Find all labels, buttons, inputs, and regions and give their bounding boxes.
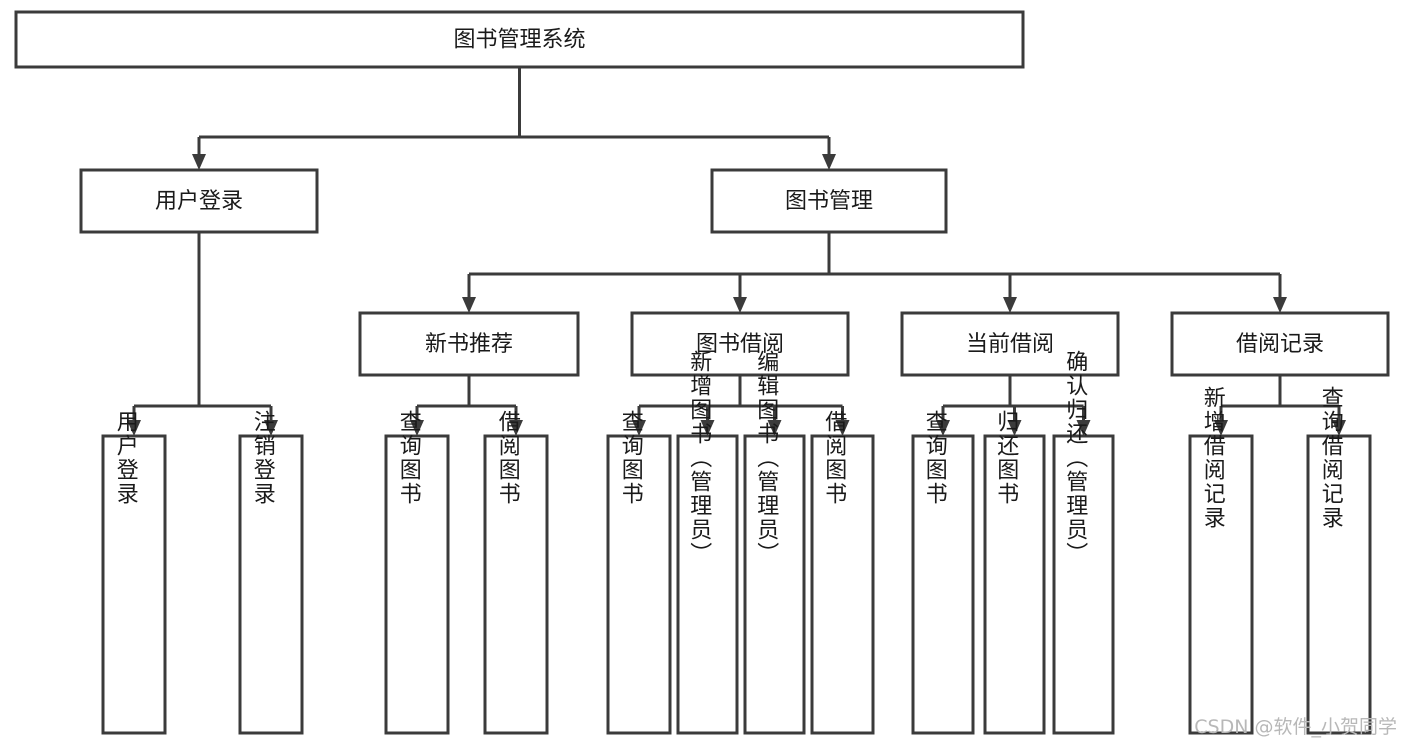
node-label: 借阅图书 (495, 410, 521, 506)
node-label: 归还图书 (993, 410, 1019, 506)
node-box[interactable] (14, 10, 1025, 69)
node-label: 新增借阅记录 (1200, 386, 1226, 530)
level3-node-1[interactable]: 图书借阅 (630, 311, 850, 377)
node-label: 图书借阅 (696, 332, 784, 357)
node-box[interactable] (384, 434, 450, 735)
node-box[interactable] (358, 311, 580, 377)
arrow-head-icon (127, 420, 141, 436)
leaf-node-9[interactable]: 归还图书 (983, 410, 1046, 735)
arrow-head-icon (192, 154, 206, 170)
node-label: 新增图书（管理员） (686, 350, 712, 566)
node-label: 查询图书 (396, 410, 422, 506)
node-label: 借阅记录 (1236, 332, 1324, 357)
leaf-node-0[interactable]: 用户登录 (101, 410, 167, 735)
node-box[interactable] (1052, 434, 1115, 735)
leaf-node-8[interactable]: 查询图书 (911, 410, 975, 735)
leaf-node-10[interactable]: 确认归还（管理员） (1052, 350, 1115, 735)
arrow-head-icon (1332, 420, 1346, 436)
arrow-head-icon (822, 154, 836, 170)
arrow-head-icon (462, 297, 476, 313)
node-label: 图书管理系统 (453, 28, 585, 53)
leaf-node-2[interactable]: 查询图书 (384, 410, 450, 735)
leaf-node-12[interactable]: 查询借阅记录 (1306, 386, 1372, 735)
node-box[interactable] (911, 434, 975, 735)
arrow-head-icon (264, 420, 278, 436)
node-label: 查询图书 (618, 410, 644, 506)
arrow-head-icon (1214, 420, 1228, 436)
arrow-head-icon (835, 420, 850, 436)
node-box[interactable] (630, 311, 850, 377)
leaf-node-3[interactable]: 借阅图书 (483, 410, 549, 735)
leaf-node-1[interactable]: 注销登录 (238, 410, 304, 735)
level2-node-0[interactable]: 用户登录 (79, 168, 319, 234)
node-box[interactable] (810, 434, 875, 735)
leaf-node-4[interactable]: 查询图书 (606, 410, 672, 735)
node-box[interactable] (238, 434, 304, 735)
node-box[interactable] (710, 168, 948, 234)
node-box[interactable] (900, 311, 1120, 377)
node-label: 编辑图书（管理员） (753, 350, 779, 566)
level3-node-0[interactable]: 新书推荐 (358, 311, 580, 377)
node-box[interactable] (79, 168, 319, 234)
diagram-nodes: 图书管理系统用户登录图书管理新书推荐图书借阅当前借阅借阅记录用户登录注销登录查询… (14, 10, 1390, 735)
node-label: 注销登录 (250, 410, 276, 506)
node-box[interactable] (606, 434, 672, 735)
leaf-node-6[interactable]: 编辑图书（管理员） (743, 350, 806, 735)
node-box[interactable] (1188, 434, 1254, 735)
arrow-head-icon (767, 420, 782, 436)
arrow-head-icon (936, 420, 950, 436)
leaf-node-7[interactable]: 借阅图书 (810, 410, 875, 735)
connector-edges (127, 67, 1346, 436)
node-box[interactable] (983, 434, 1046, 735)
arrow-head-icon (700, 420, 715, 436)
arrow-head-icon (733, 297, 747, 313)
node-box[interactable] (483, 434, 549, 735)
node-label: 借阅图书 (821, 410, 847, 506)
arrow-head-icon (1273, 297, 1287, 313)
level3-node-2[interactable]: 当前借阅 (900, 311, 1120, 377)
arrow-head-icon (509, 420, 523, 436)
arrow-head-icon (410, 420, 424, 436)
node-label: 确认归还（管理员） (1062, 350, 1088, 566)
leaf-node-11[interactable]: 新增借阅记录 (1188, 386, 1254, 735)
arrow-head-icon (1003, 297, 1017, 313)
node-box[interactable] (101, 434, 167, 735)
node-label: 当前借阅 (966, 332, 1054, 357)
arrow-head-icon (1007, 420, 1022, 436)
node-label: 图书管理 (785, 189, 873, 214)
arrow-head-icon (632, 420, 646, 436)
arrow-head-icon (1076, 420, 1091, 436)
node-label: 查询借阅记录 (1318, 386, 1344, 530)
node-label: 用户登录 (113, 410, 139, 506)
root-node-book-management-system[interactable]: 图书管理系统 (14, 10, 1025, 69)
leaf-node-5[interactable]: 新增图书（管理员） (676, 350, 739, 735)
node-label: 用户登录 (155, 189, 243, 214)
node-box[interactable] (676, 434, 739, 735)
level3-node-3[interactable]: 借阅记录 (1170, 311, 1390, 377)
node-label: 查询图书 (922, 410, 948, 506)
node-box[interactable] (1170, 311, 1390, 377)
node-label: 新书推荐 (425, 332, 513, 357)
node-box[interactable] (1306, 434, 1372, 735)
level2-node-1[interactable]: 图书管理 (710, 168, 948, 234)
node-box[interactable] (743, 434, 806, 735)
